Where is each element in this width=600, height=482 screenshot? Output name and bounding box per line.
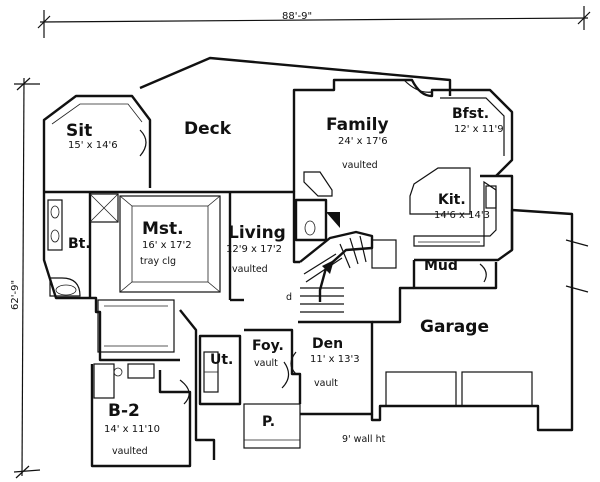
room-name: Garage [420, 317, 489, 337]
room-name: Mud [424, 258, 458, 274]
room-name: B-2 [108, 401, 140, 421]
room-note: vaulted [232, 264, 268, 275]
garage-door-right [461, 371, 533, 407]
garage-door-left [385, 371, 457, 407]
room-size: 14' x 11'10 [104, 424, 160, 435]
room-porch: P. [262, 414, 275, 430]
room-size: 15' x 14'6 [68, 140, 118, 151]
den-walls [298, 320, 374, 416]
room-mud: Mud [424, 258, 458, 274]
room-name: Kit. [438, 192, 466, 208]
utility-room [198, 334, 242, 406]
room-bfst: Bfst. 12' x 11'9 [452, 106, 504, 135]
room-mst: Mst. 16' x 17'2 tray clg [140, 219, 192, 267]
hall-bath-tub [93, 363, 115, 399]
room-deck: Deck [184, 119, 232, 139]
room-kit: Kit. 14'6 x 14'3 [434, 192, 490, 221]
room-garage: Garage [420, 317, 489, 337]
kitchen-island [409, 167, 471, 215]
room-name: Bt. [68, 236, 91, 252]
room-name: P. [262, 414, 275, 430]
room-name: Mst. [142, 219, 184, 239]
room-name: Foy. [252, 338, 284, 354]
room-bt: Bt. [68, 236, 91, 252]
room-b2: B-2 14' x 11'10 vaulted [104, 401, 160, 457]
mud-room-walls [412, 260, 498, 290]
room-note: vault [314, 378, 338, 389]
garage-walls [370, 208, 574, 432]
room-size: 14'6 x 14'3 [434, 210, 490, 221]
room-name: Living [228, 223, 286, 243]
room-size: 16' x 17'2 [142, 240, 192, 251]
room-ut: Ut. [210, 352, 233, 368]
room-living: Living 12'9 x 17'2 vaulted [226, 223, 286, 275]
overall-width-label: 88'-9" [282, 11, 312, 22]
room-sit: Sit 15' x 14'6 [66, 121, 118, 151]
room-name: Den [312, 336, 343, 352]
stair-mark: d [286, 292, 292, 303]
powder-bath [294, 198, 328, 242]
overall-depth-dimension: 62'-9" [10, 77, 41, 479]
master-suite-walls [42, 190, 180, 362]
room-name: Deck [184, 119, 232, 139]
room-name: Bfst. [452, 106, 489, 122]
room-foy: Foy. vault [252, 338, 284, 369]
room-name: Family [326, 115, 389, 135]
room-size: 24' x 17'6 [338, 136, 388, 147]
vanity [47, 199, 63, 251]
room-den: Den 11' x 13'3 vault [310, 336, 360, 389]
deck-outline [139, 56, 452, 96]
overall-width-dimension: 88'-9" [37, 6, 591, 38]
tray-ceiling [119, 195, 221, 293]
room-note: vault [254, 358, 278, 369]
walk-in-closet [97, 299, 175, 353]
room-family: Family 24' x 17'6 vaulted [326, 115, 389, 171]
family-room-walls [292, 78, 514, 192]
room-size: 12'9 x 17'2 [226, 244, 282, 255]
room-name: Sit [66, 121, 92, 141]
living-room-walls [230, 190, 300, 264]
overall-depth-label: 62'-9" [10, 280, 21, 310]
garage-wall-height: 9' wall ht [342, 434, 386, 445]
room-note: vaulted [112, 446, 148, 457]
stairs: d [286, 230, 397, 313]
foyer-walls [244, 328, 302, 404]
room-name: Ut. [210, 352, 233, 368]
room-note: tray clg [140, 256, 176, 267]
porch [243, 403, 301, 449]
corner-tub [49, 277, 81, 297]
bedroom-2-walls [90, 364, 192, 468]
room-size: 12' x 11'9 [454, 124, 504, 135]
shower [89, 193, 119, 223]
sit-room-walls [42, 94, 152, 190]
room-note: vaulted [342, 160, 378, 171]
room-size: 11' x 13'3 [310, 354, 360, 365]
